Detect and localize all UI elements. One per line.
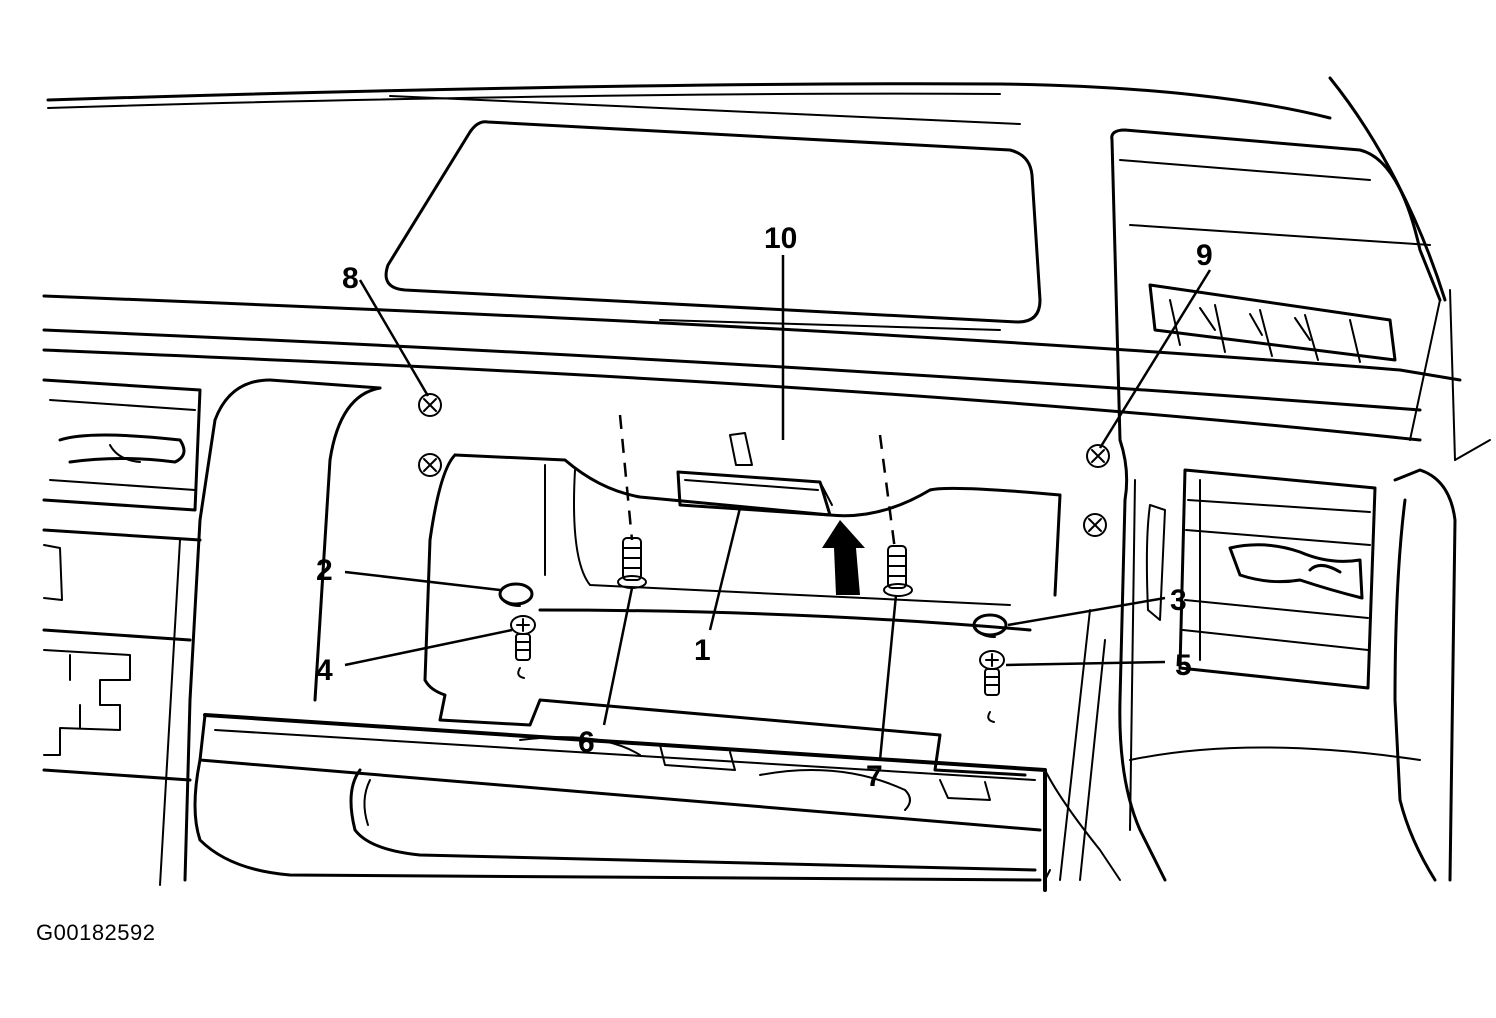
right-upper-panel — [1110, 128, 1442, 442]
left-vent — [42, 378, 202, 512]
stud-6 — [617, 414, 647, 589]
upward-arrow — [822, 520, 865, 595]
screw-4 — [510, 615, 536, 679]
screw-upper-left-lower — [418, 453, 442, 477]
callout-10: 10 — [764, 222, 797, 255]
dash-top-opening — [384, 120, 1042, 324]
callout-1: 1 — [694, 634, 711, 667]
callout-5: 5 — [1175, 649, 1192, 682]
right-upper-vent — [1148, 283, 1397, 363]
glove-box-opening — [183, 378, 1167, 882]
callout-6: 6 — [578, 726, 595, 759]
callout-labels: 1 2 3 4 5 6 7 8 9 10 — [316, 222, 1213, 793]
right-lower-dash — [1129, 289, 1491, 882]
leader-lines — [344, 255, 1212, 761]
callout-3: 3 — [1170, 584, 1187, 617]
glove-box-latch — [676, 470, 833, 517]
right-air-vent — [1145, 468, 1377, 690]
callout-4: 4 — [316, 654, 333, 687]
callout-9: 9 — [1196, 239, 1213, 272]
screw-5 — [979, 650, 1005, 723]
glove-box-door — [193, 713, 1121, 892]
left-lower-console — [42, 528, 202, 886]
screw-8 — [418, 393, 442, 417]
callout-8: 8 — [342, 262, 359, 295]
dashboard-top-edge — [46, 76, 1447, 302]
callout-7: 7 — [866, 760, 883, 793]
glove-box-liner — [423, 432, 1062, 811]
screw-9 — [1086, 444, 1110, 468]
clip-2 — [498, 582, 534, 607]
dash-trim-lines — [42, 294, 1462, 442]
screw-right-lower — [1083, 513, 1107, 537]
callout-2: 2 — [316, 554, 333, 587]
stud-7 — [878, 434, 913, 597]
figure-id: G00182592 — [36, 920, 156, 945]
clip-3 — [972, 613, 1008, 638]
